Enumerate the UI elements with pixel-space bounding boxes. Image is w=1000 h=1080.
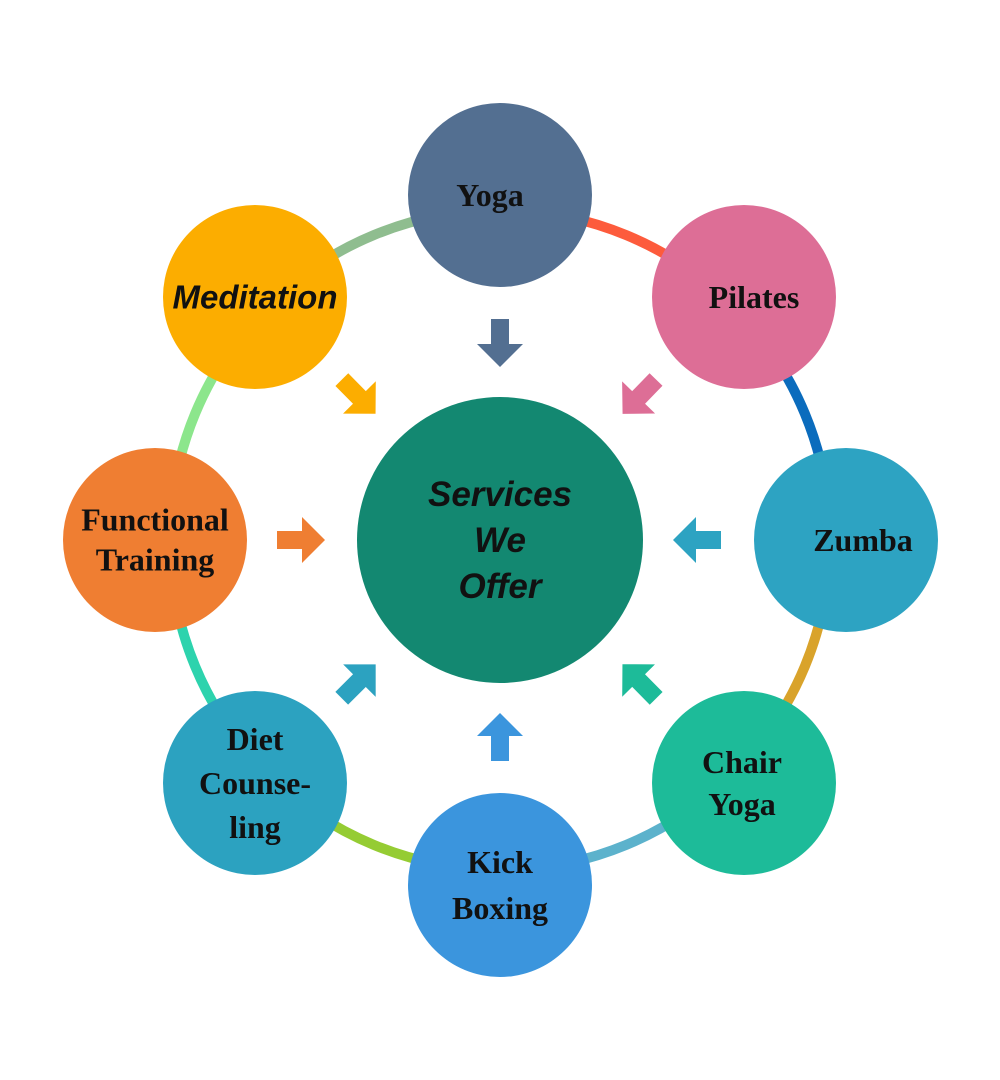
service-label-pilates-line-1: Pilates [709, 279, 800, 315]
service-label-meditation-line-1: Meditation [173, 279, 338, 316]
service-label-chair-yoga-line-2: Yoga [708, 786, 776, 822]
service-circle-chair-yoga [652, 691, 836, 875]
service-node-zumba: Zumba [754, 448, 938, 632]
service-node-pilates: Pilates [652, 205, 836, 389]
service-label-kick-boxing-line-2: Boxing [452, 890, 548, 926]
service-label-functional-training-line-1: Functional [81, 502, 229, 538]
service-node-yoga: Yoga [408, 103, 592, 287]
center-label-line-3: Offer [459, 567, 544, 606]
arrow-kick-boxing [477, 713, 523, 761]
service-label-diet-counseling-line-2: Counse- [199, 765, 311, 801]
arrow-diet-counseling [335, 664, 376, 705]
arrow-functional-training [277, 517, 325, 563]
service-circle-kick-boxing [408, 793, 592, 977]
service-label-yoga-line-1: Yoga [456, 177, 524, 213]
center-label-line-1: Services [428, 475, 572, 514]
service-circle-functional-training [63, 448, 247, 632]
service-circle-yoga [408, 103, 592, 287]
service-circle-zumba [754, 448, 938, 632]
arrow-meditation [335, 373, 376, 414]
service-circle-meditation [163, 205, 347, 389]
center-label-line-2: We [474, 521, 526, 560]
center-circle [357, 397, 643, 683]
service-label-zumba-line-1: Zumba [813, 522, 913, 558]
service-label-chair-yoga-line-1: Chair [702, 744, 782, 780]
service-nodes: YogaPilatesZumbaChairYogaKickBoxingDietC… [63, 103, 938, 977]
service-label-kick-boxing-line-1: Kick [467, 844, 533, 880]
service-node-meditation: Meditation [163, 205, 347, 389]
arrow-zumba [673, 517, 721, 563]
arrows [277, 319, 721, 761]
service-label-functional-training-line-2: Training [96, 542, 215, 578]
arrow-pilates [622, 373, 663, 414]
service-label-diet-counseling-line-1: Diet [227, 721, 284, 757]
service-circle-pilates [652, 205, 836, 389]
arrow-chair-yoga [622, 664, 663, 705]
service-label-diet-counseling-line-3: ling [229, 809, 281, 845]
service-circle-diet-counseling [163, 691, 347, 875]
arrow-yoga [477, 319, 523, 367]
